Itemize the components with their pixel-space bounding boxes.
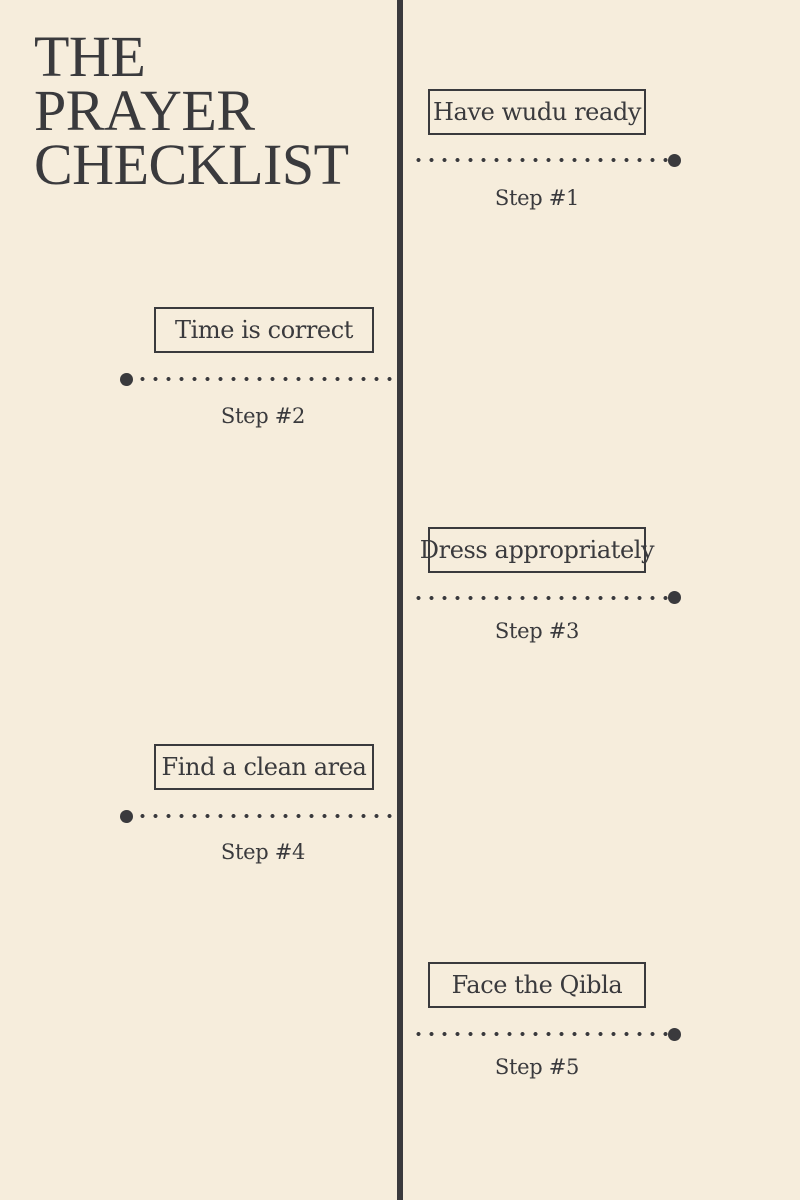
- step-3-box: Dress appropriately: [420, 527, 655, 573]
- page-title: THE PRAYER CHECKLIST: [34, 24, 349, 197]
- step-2-dot: [120, 373, 133, 386]
- title-line-2: PRAYER: [34, 78, 255, 143]
- step-4-box: Find a clean area: [154, 744, 374, 790]
- step-4-label: Step #4: [220, 840, 306, 864]
- step-1-label: Step #1: [494, 186, 580, 210]
- step-5-box: Face the Qibla: [428, 962, 646, 1008]
- step-5-dot: [668, 1028, 681, 1041]
- step-1-connector: [412, 158, 670, 162]
- step-3-dot: [668, 591, 681, 604]
- step-3-label: Step #3: [494, 619, 580, 643]
- title-line-3: CHECKLIST: [34, 132, 349, 197]
- title-line-1: THE: [34, 24, 146, 89]
- step-4-connector: [136, 814, 394, 818]
- step-2-connector: [136, 377, 394, 381]
- step-4-dot: [120, 810, 133, 823]
- step-2-label: Step #2: [220, 404, 306, 428]
- step-1-dot: [668, 154, 681, 167]
- timeline-line: [397, 0, 403, 1200]
- step-1-box: Have wudu ready: [428, 89, 646, 135]
- step-3-connector: [412, 596, 670, 600]
- step-2-box: Time is correct: [154, 307, 374, 353]
- step-5-label: Step #5: [494, 1055, 580, 1079]
- step-5-connector: [412, 1032, 670, 1036]
